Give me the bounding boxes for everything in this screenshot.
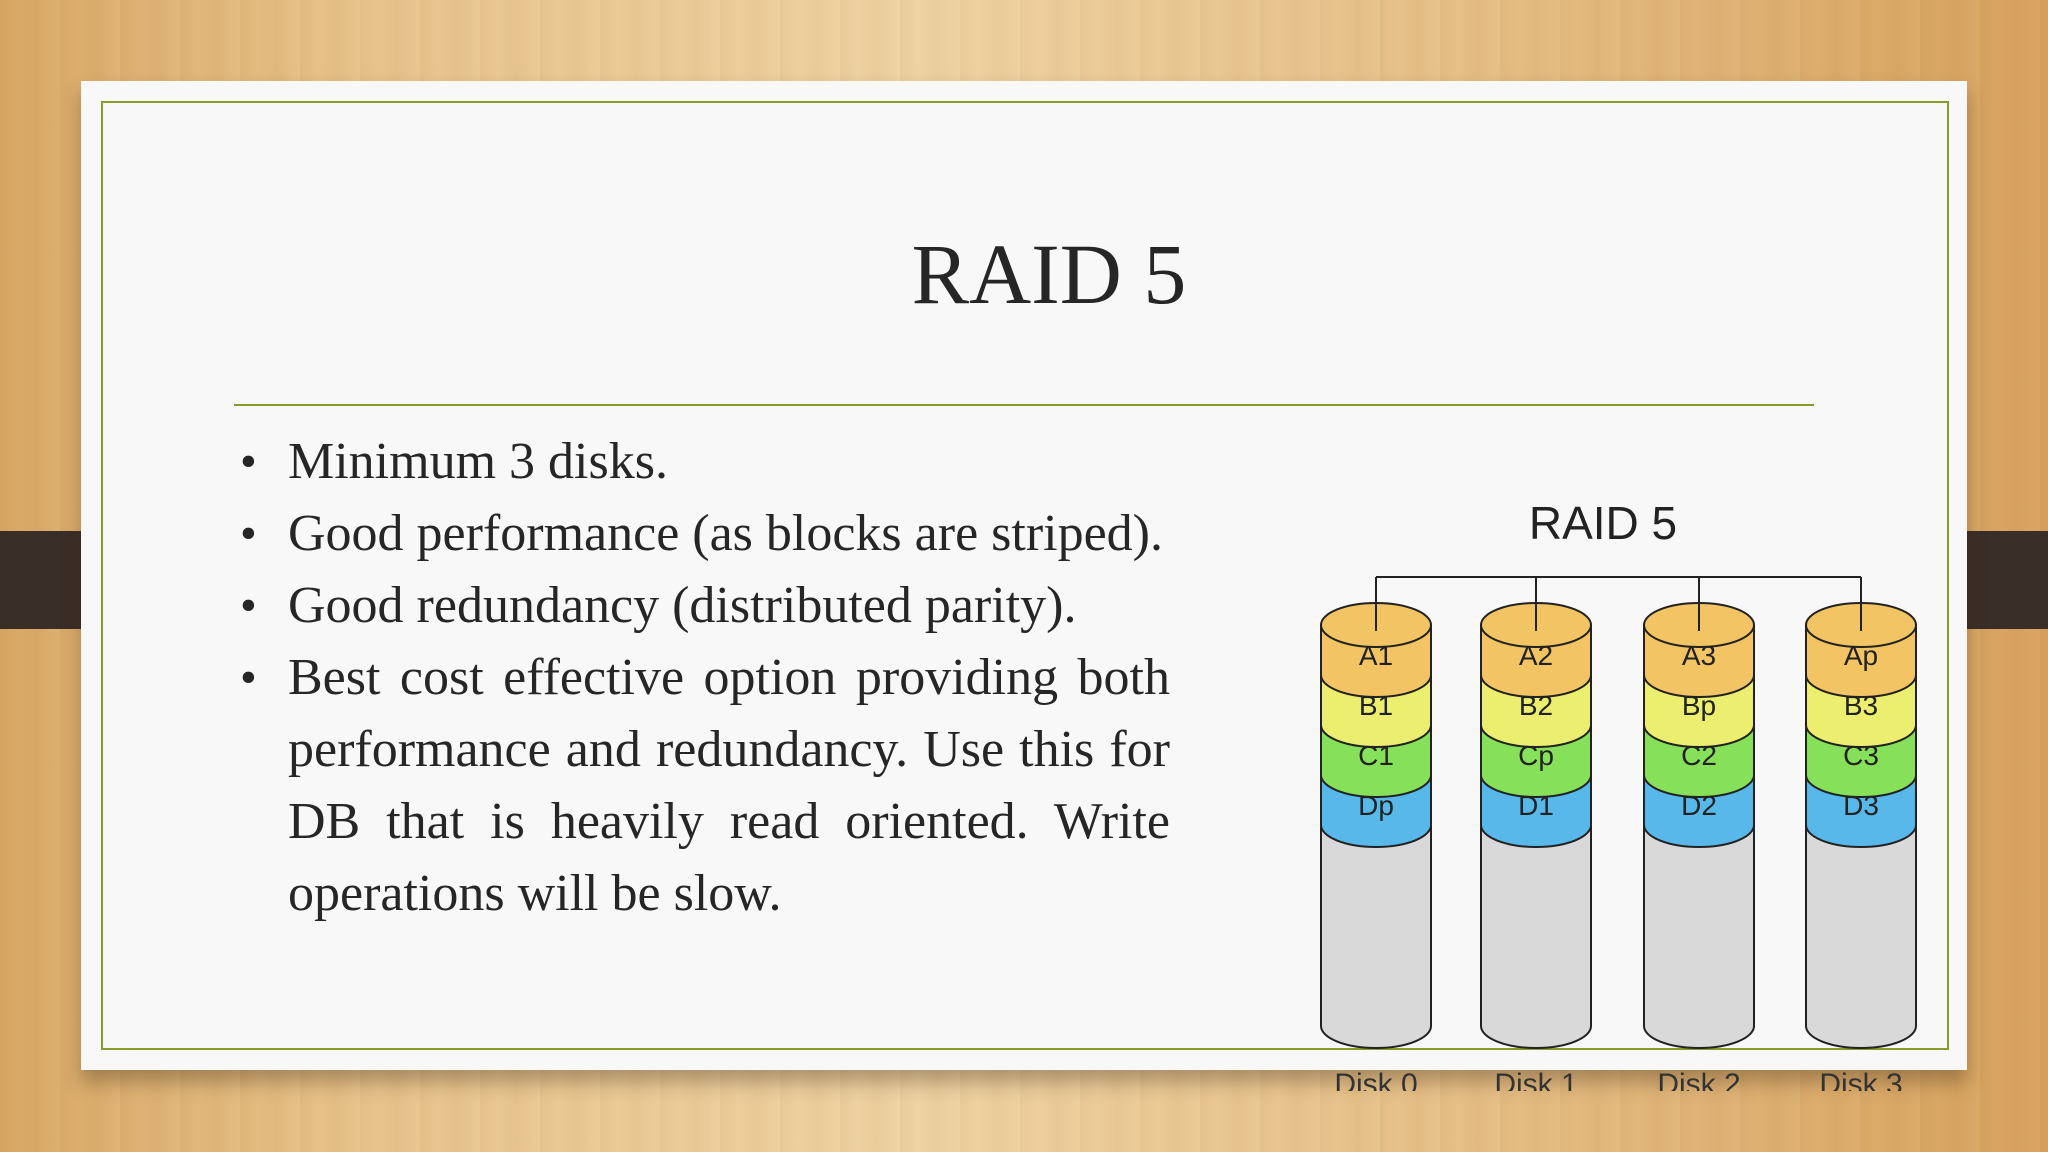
- diagram-title: RAID 5: [1529, 497, 1677, 549]
- disk-label: Disk 1: [1494, 1068, 1577, 1091]
- disk-label: Disk 0: [1334, 1068, 1417, 1091]
- slide: RAID 5 Minimum 3 disks. Good performance…: [81, 81, 1967, 1091]
- disk-label: Disk 2: [1657, 1068, 1740, 1091]
- bullet-list: Minimum 3 disks. Good performance (as bl…: [208, 426, 1170, 930]
- disk-label: Disk 3: [1819, 1068, 1902, 1091]
- bullet-item: Good redundancy (distributed parity).: [208, 570, 1170, 642]
- bullet-item: Good performance (as blocks are striped)…: [208, 498, 1170, 570]
- slide-title: RAID 5: [911, 226, 1187, 322]
- bullet-item: Minimum 3 disks.: [208, 426, 1170, 498]
- title-divider: [234, 404, 1814, 406]
- slide-frame: [101, 101, 1949, 1050]
- bullet-item: Best cost effective option providing bot…: [208, 642, 1170, 930]
